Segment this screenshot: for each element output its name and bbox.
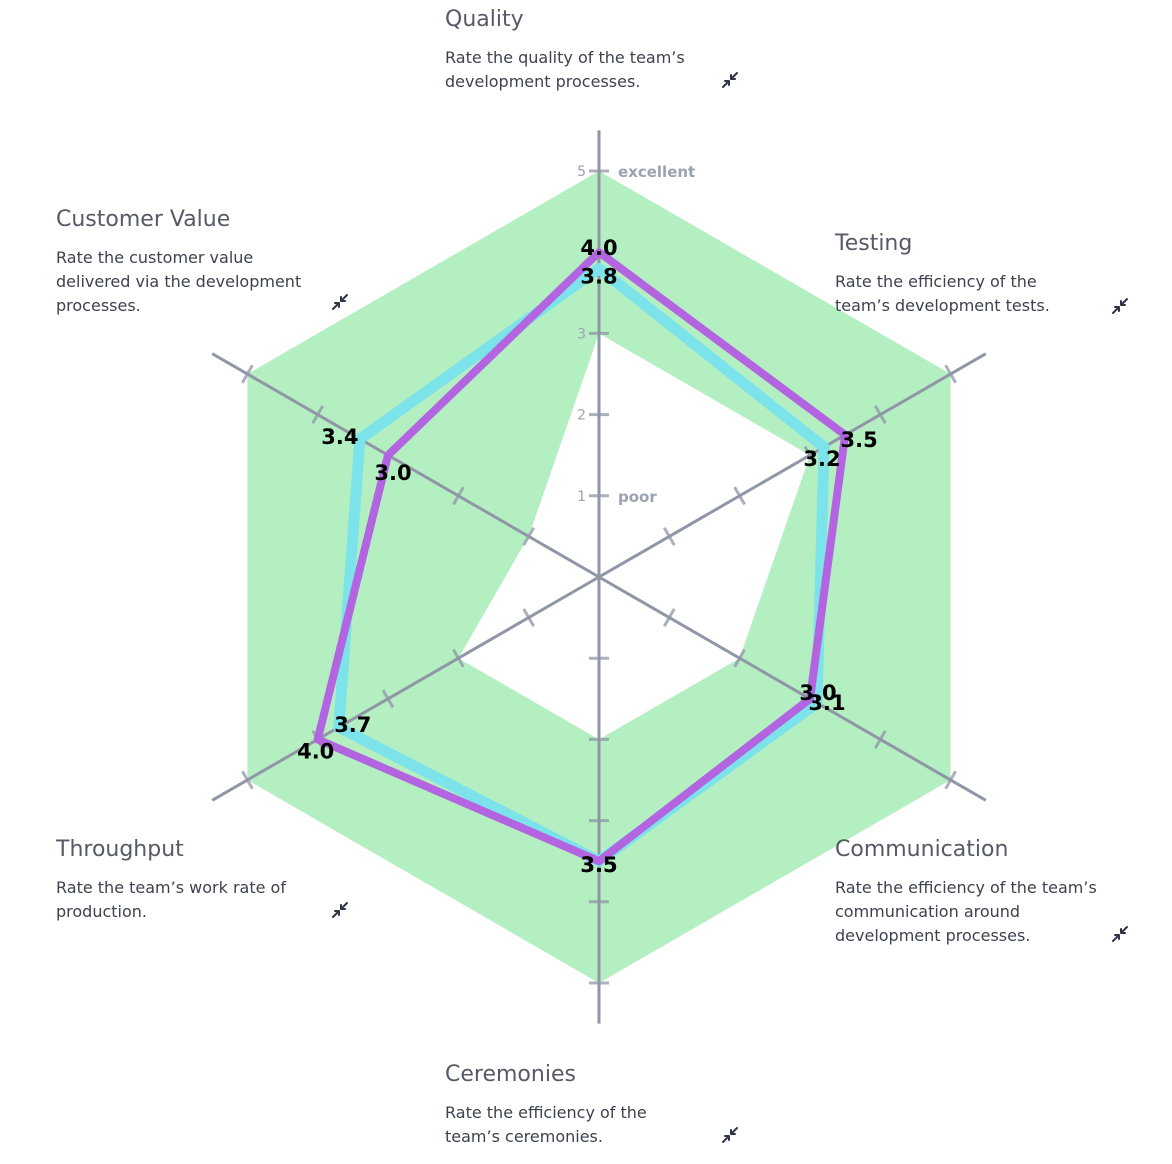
range-band	[247, 171, 951, 983]
dimension-description: Rate the efficiency of the team’s commun…	[835, 878, 1097, 945]
dimension-title: Communication	[835, 837, 1009, 862]
axis-tick	[381, 689, 395, 709]
dimension-description: Rate the efficiency of the team’s ceremo…	[445, 1103, 647, 1146]
value-label: 3.8	[580, 264, 617, 288]
axis-line	[598, 352, 987, 579]
value-label: 3.7	[334, 713, 371, 737]
dimension-description: Rate the efficiency of the team’s develo…	[835, 272, 1050, 315]
tick-number: 5	[577, 164, 586, 180]
dimension-title: Quality	[445, 7, 524, 32]
scale-label-low: poor	[618, 488, 657, 506]
collapse-arrows-icon[interactable]	[720, 70, 740, 90]
dimension-testing: Testing Rate the efficiency of the team’…	[835, 230, 1135, 318]
axis-tick	[241, 770, 254, 790]
dimension-communication: Communication Rate the efficiency of the…	[835, 836, 1135, 948]
axis-line	[211, 352, 600, 579]
axis-tick	[873, 405, 887, 425]
dimension-description: Rate the customer value delivered via th…	[56, 248, 302, 315]
axis-tick	[452, 486, 465, 506]
axis-tick	[803, 445, 817, 465]
collapse-arrows-icon[interactable]	[720, 1125, 740, 1145]
axis-tick	[452, 648, 465, 668]
tick-number: 2	[577, 408, 586, 424]
dimension-ceremonies: Ceremonies Rate the efficiency of the te…	[445, 1061, 745, 1149]
value-label: 3.4	[321, 425, 358, 449]
axis-tick	[522, 526, 536, 546]
tick-number: 3	[577, 326, 586, 342]
value-label: 3.0	[374, 461, 411, 485]
axis-line	[211, 575, 600, 802]
axis-tick	[873, 729, 887, 749]
collapse-arrows-icon[interactable]	[330, 292, 350, 312]
axis-tick	[733, 486, 746, 506]
value-label: 3.5	[580, 853, 617, 877]
axis-tick	[311, 405, 325, 425]
axis-tick	[662, 526, 676, 546]
axis-tick	[241, 364, 254, 384]
scale-label-high: excellent	[618, 163, 695, 181]
value-label: 3.5	[580, 853, 617, 877]
value-label: 4.0	[297, 739, 334, 763]
value-label: 4.0	[580, 236, 617, 260]
value-label: 3.1	[808, 691, 845, 715]
dimension-description: Rate the team’s work rate of production.	[56, 878, 286, 921]
axis-tick	[522, 608, 536, 628]
dimension-description: Rate the quality of the team’s developme…	[445, 48, 685, 91]
dimension-title: Ceremonies	[445, 1062, 576, 1087]
dimension-title: Testing	[835, 231, 913, 256]
dimension-throughput: Throughput Rate the team’s work rate of …	[56, 836, 356, 924]
axis-tick	[944, 364, 957, 384]
dimension-title: Customer Value	[56, 207, 231, 232]
value-label: 3.5	[840, 428, 877, 452]
collapse-arrows-icon[interactable]	[1110, 924, 1130, 944]
collapse-arrows-icon[interactable]	[330, 900, 350, 920]
axis-tick	[944, 770, 957, 790]
value-label: 3.2	[803, 447, 840, 471]
axis-tick	[662, 608, 676, 628]
value-label: 3.0	[799, 681, 836, 705]
tick-number: 1	[577, 489, 586, 505]
dimension-quality: Quality Rate the quality of the team’s d…	[445, 6, 745, 94]
axis-line	[598, 575, 987, 802]
dimension-customer-value: Customer Value Rate the customer value d…	[56, 206, 356, 318]
dimension-title: Throughput	[56, 837, 184, 862]
series-2-line	[313, 248, 850, 866]
collapse-arrows-icon[interactable]	[1110, 296, 1130, 316]
axis-tick	[733, 648, 746, 668]
